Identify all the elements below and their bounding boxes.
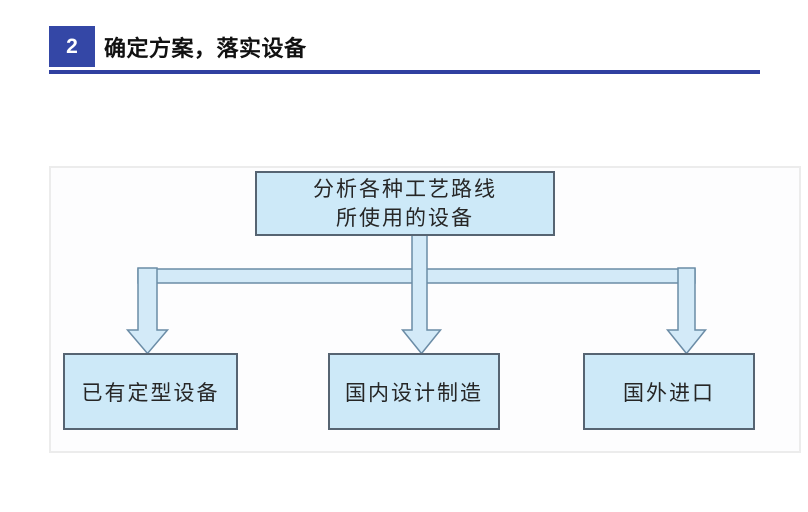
flowchart-panel: 分析各种工艺路线 所使用的设备 已有定型设备 国内设计制造 国外进口 xyxy=(49,166,801,453)
flow-node-root-line2: 所使用的设备 xyxy=(336,205,474,230)
flow-node-foreign-import: 国外进口 xyxy=(583,353,755,430)
flow-node-label: 国外进口 xyxy=(623,380,715,405)
flow-node-domestic-design: 国内设计制造 xyxy=(328,353,500,430)
flow-node-root: 分析各种工艺路线 所使用的设备 xyxy=(255,171,555,236)
section-title: 确定方案，落实设备 xyxy=(104,35,307,61)
flow-node-label: 国内设计制造 xyxy=(345,380,483,405)
connector-graphics xyxy=(125,229,708,355)
section-number-badge: 2 xyxy=(49,26,95,67)
header-divider-rule xyxy=(49,70,760,74)
flow-node-existing-equipment: 已有定型设备 xyxy=(63,353,238,430)
flow-node-label: 已有定型设备 xyxy=(81,380,220,405)
down-arrow-middle-icon xyxy=(400,229,443,355)
down-arrow-left-icon xyxy=(125,267,170,355)
flow-node-root-line1: 分析各种工艺路线 xyxy=(313,176,497,201)
down-arrow-right-icon xyxy=(665,267,708,355)
